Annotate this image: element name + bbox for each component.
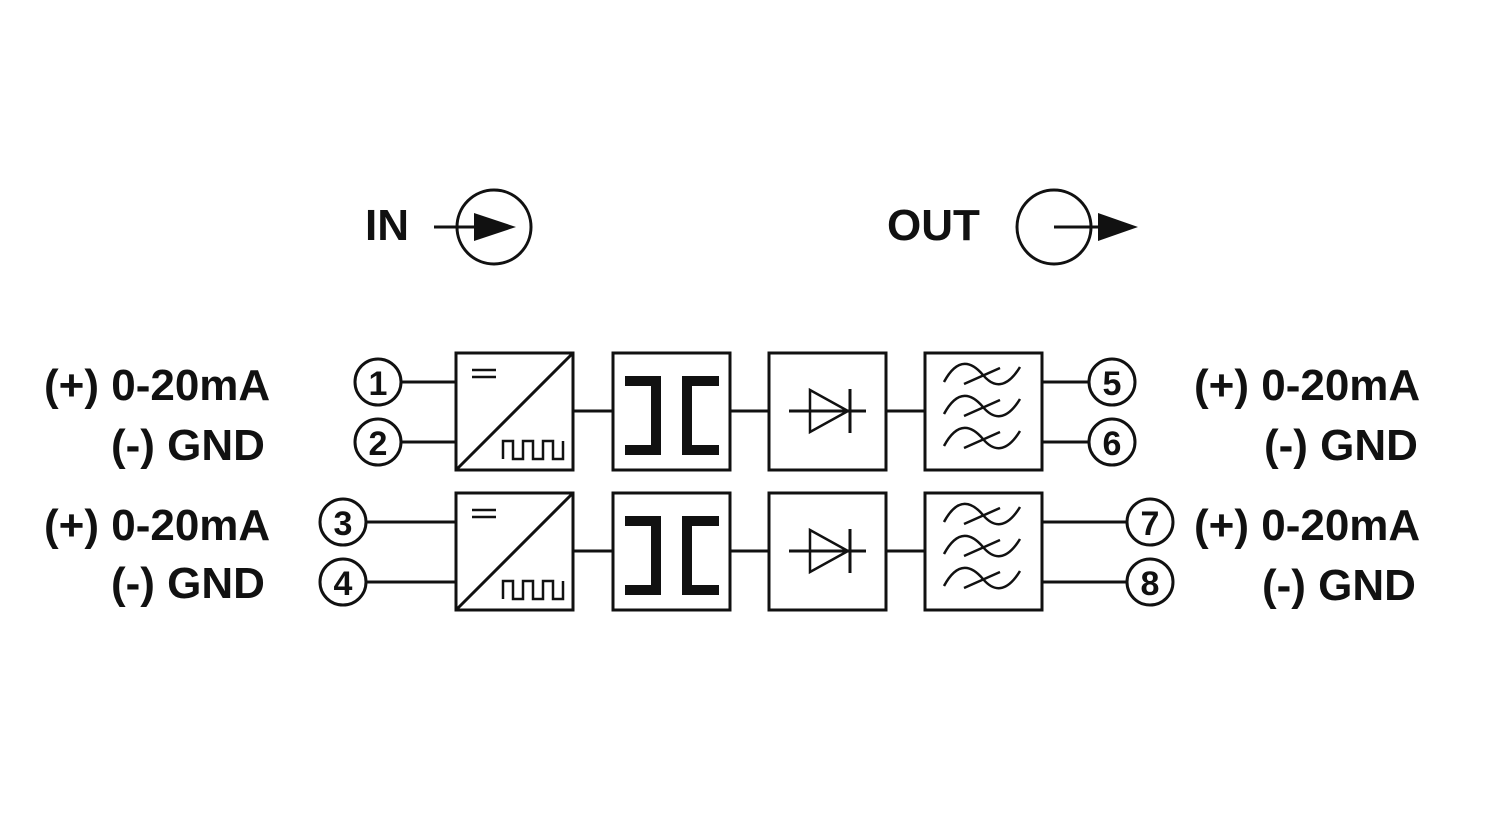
input-label-plus: (+) 0-20mA bbox=[44, 361, 270, 410]
terminal-4: 4 bbox=[318, 557, 368, 607]
svg-text:6: 6 bbox=[1103, 425, 1122, 463]
channel-1: (+) 0-20mA (-) GND 1 2 bbox=[44, 351, 1420, 472]
terminal-8: 8 bbox=[1125, 557, 1175, 607]
svg-text:2: 2 bbox=[369, 425, 388, 463]
terminal-6: 6 bbox=[1087, 417, 1137, 467]
svg-text:3: 3 bbox=[334, 505, 353, 543]
terminal-7: 7 bbox=[1125, 497, 1175, 547]
output-label-gnd: (-) GND bbox=[1264, 421, 1418, 470]
rectifier-diode-icon bbox=[767, 491, 888, 612]
terminal-1: 1 bbox=[353, 357, 403, 407]
output-label-gnd: (-) GND bbox=[1262, 561, 1416, 610]
svg-text:4: 4 bbox=[334, 565, 353, 603]
terminal-3: 3 bbox=[318, 497, 368, 547]
dc-to-pulse-converter-icon bbox=[454, 351, 575, 472]
in-label: IN bbox=[365, 201, 409, 250]
low-pass-filter-icon bbox=[923, 351, 1044, 472]
svg-text:1: 1 bbox=[369, 365, 388, 403]
dc-to-pulse-converter-icon bbox=[454, 491, 575, 612]
legend-out: OUT bbox=[887, 188, 1138, 266]
out-label: OUT bbox=[887, 201, 980, 250]
output-label-plus: (+) 0-20mA bbox=[1194, 501, 1420, 550]
galvanic-isolation-icon bbox=[611, 351, 732, 472]
terminal-5: 5 bbox=[1087, 357, 1137, 407]
output-label-plus: (+) 0-20mA bbox=[1194, 361, 1420, 410]
legend-in: IN bbox=[365, 188, 533, 266]
input-arrow-icon bbox=[434, 188, 533, 266]
low-pass-filter-icon bbox=[923, 491, 1044, 612]
output-arrow-icon bbox=[1015, 188, 1138, 266]
input-label-plus: (+) 0-20mA bbox=[44, 501, 270, 550]
galvanic-isolation-icon bbox=[611, 491, 732, 612]
svg-text:5: 5 bbox=[1103, 365, 1122, 403]
terminal-2: 2 bbox=[353, 417, 403, 467]
svg-text:8: 8 bbox=[1141, 565, 1160, 603]
rectifier-diode-icon bbox=[767, 351, 888, 472]
input-label-gnd: (-) GND bbox=[111, 421, 265, 470]
input-label-gnd: (-) GND bbox=[111, 559, 265, 608]
svg-text:7: 7 bbox=[1141, 505, 1160, 543]
channel-2: (+) 0-20mA (-) GND 3 4 bbox=[44, 491, 1420, 612]
